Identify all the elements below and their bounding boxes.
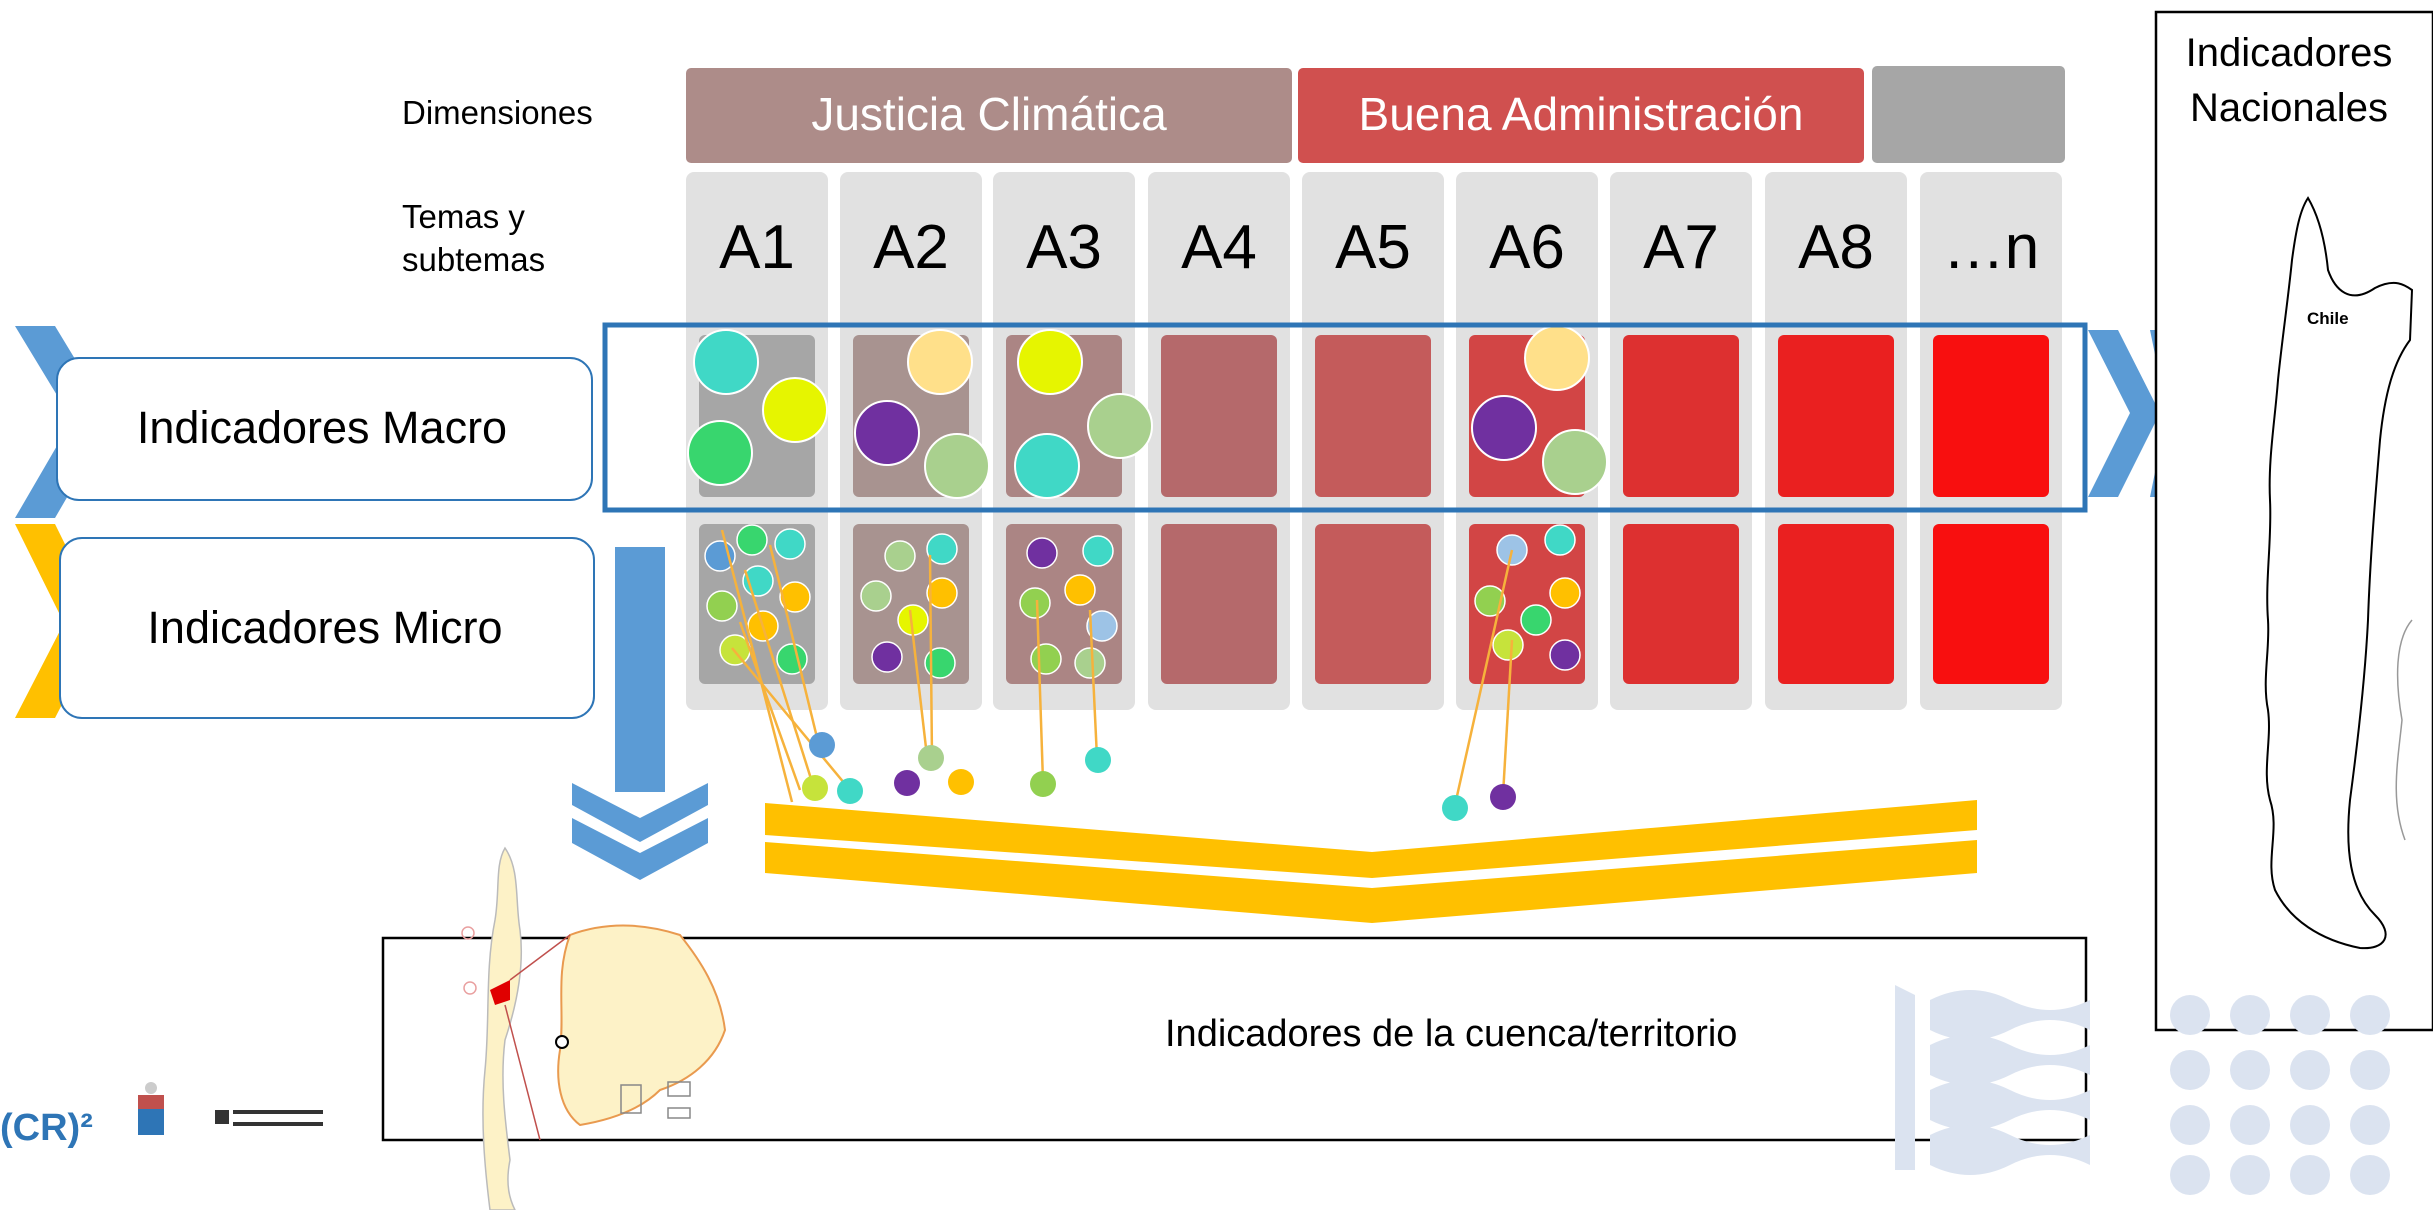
dimension-label: Justicia Climática	[811, 88, 1167, 140]
macro-indicator-dot	[1524, 325, 1590, 391]
macro-indicator-dot	[687, 420, 753, 486]
macro-indicator-dot	[762, 377, 828, 443]
micro-cell-9	[1933, 524, 2049, 684]
micro-indicator-dot	[1082, 535, 1114, 567]
column-label: A7	[1643, 213, 1719, 282]
national-label-line1: Indicadores	[2186, 31, 2393, 75]
micro-indicator-dot	[1492, 629, 1524, 661]
macro-indicator-dot	[693, 329, 759, 395]
macro-indicator-dot	[1542, 429, 1608, 495]
macro-indicator-dot	[854, 400, 920, 466]
micro-indicator-dot	[776, 643, 808, 675]
micro-indicator-dot	[1019, 587, 1051, 619]
micro-indicator-dot	[1549, 577, 1581, 609]
themes-label-line2: subtemas	[402, 241, 545, 278]
themes-label-line1: Temas y	[402, 198, 525, 235]
micro-indicator-dot	[1086, 610, 1118, 642]
dimension-label: Buena Administración	[1359, 88, 1804, 140]
dimension-bar	[686, 68, 1292, 163]
micro-indicator-dot	[884, 540, 916, 572]
column-label: A3	[1026, 213, 1102, 282]
micro-indicator-dot	[1520, 604, 1552, 636]
extracted-indicators	[802, 732, 1516, 821]
micro-indicator-dot	[924, 647, 956, 679]
basin-map-illustration	[461, 846, 727, 1210]
micro-cell-4	[1161, 524, 1277, 684]
indicator-cells	[687, 325, 2049, 684]
map-country-label: Chile	[2307, 309, 2349, 328]
micro-cell-7	[1623, 524, 1739, 684]
column-label: A8	[1798, 213, 1874, 282]
macro-cell-5	[1315, 335, 1431, 497]
basin-label: Indicadores de la cuenca/territorio	[1165, 1013, 1737, 1055]
down-arrow-icon	[572, 547, 708, 880]
macro-cell-4	[1161, 335, 1277, 497]
column-label: A4	[1181, 213, 1257, 282]
university-chile-logo	[138, 1082, 164, 1135]
micro-indicator-dot	[1474, 585, 1506, 617]
macro-indicator-dot	[1471, 395, 1537, 461]
national-indicators-panel: Indicadores Nacionales Chile	[2154, 10, 2433, 1032]
chile-map-outline	[2264, 196, 2414, 950]
institution-logos: (CR)²	[0, 1082, 323, 1149]
micro-cell-5	[1315, 524, 1431, 684]
micro-indicator-dot	[926, 577, 958, 609]
micro-label: Indicadores Micro	[147, 602, 502, 653]
dimension-justicia-climatica: Justicia Climática	[686, 68, 1292, 163]
column-label: A5	[1335, 213, 1411, 282]
micro-indicator-dot	[706, 590, 738, 622]
macro-cell-9	[1933, 335, 2049, 497]
dimensions-label: Dimensiones	[402, 94, 593, 131]
micro-indicator-dot	[736, 524, 768, 556]
watermark-pattern	[1895, 985, 2390, 1195]
micro-indicator-dot	[871, 641, 903, 673]
gold-funnel	[765, 800, 1977, 923]
micro-indicator-dot	[1549, 639, 1581, 671]
dimension-unnamed	[1872, 66, 2065, 163]
column-label: …n	[1943, 213, 2039, 282]
column-label: A6	[1489, 213, 1565, 282]
micro-indicator-dot	[1030, 643, 1062, 675]
macro-indicator-dot	[1087, 393, 1153, 459]
utfsm-logo	[215, 1110, 323, 1126]
micro-indicator-dot	[926, 533, 958, 565]
micro-indicator-dot	[779, 581, 811, 613]
micro-indicator-dot	[1026, 537, 1058, 569]
micro-indicators-box: Indicadores Micro	[59, 537, 595, 719]
dimension-bar	[1298, 68, 1864, 163]
macro-cell-8	[1778, 335, 1894, 497]
cr2-logo: (CR)²	[0, 1107, 93, 1149]
indicator-lines	[720, 529, 1514, 806]
macro-label: Indicadores Macro	[137, 402, 507, 453]
macro-indicators-box: Indicadores Macro	[56, 357, 593, 501]
macro-indicator-dot	[907, 329, 973, 395]
dimension-buena-administracion: Buena Administración	[1298, 68, 1864, 163]
national-label-line2: Nacionales	[2190, 86, 2388, 130]
column-label: A2	[873, 213, 949, 282]
micro-indicator-dot	[1074, 647, 1106, 679]
micro-indicator-dot	[1544, 524, 1576, 556]
macro-indicator-dot	[1017, 329, 1083, 395]
macro-cell-7	[1623, 335, 1739, 497]
micro-indicator-dot	[774, 528, 806, 560]
macro-indicator-dot	[924, 433, 990, 499]
micro-cell-8	[1778, 524, 1894, 684]
macro-indicator-dot	[1014, 433, 1080, 499]
macro-frame	[602, 322, 2088, 513]
micro-indicator-dot	[1064, 574, 1096, 606]
micro-indicator-dot	[860, 580, 892, 612]
column-label: A1	[719, 213, 795, 282]
